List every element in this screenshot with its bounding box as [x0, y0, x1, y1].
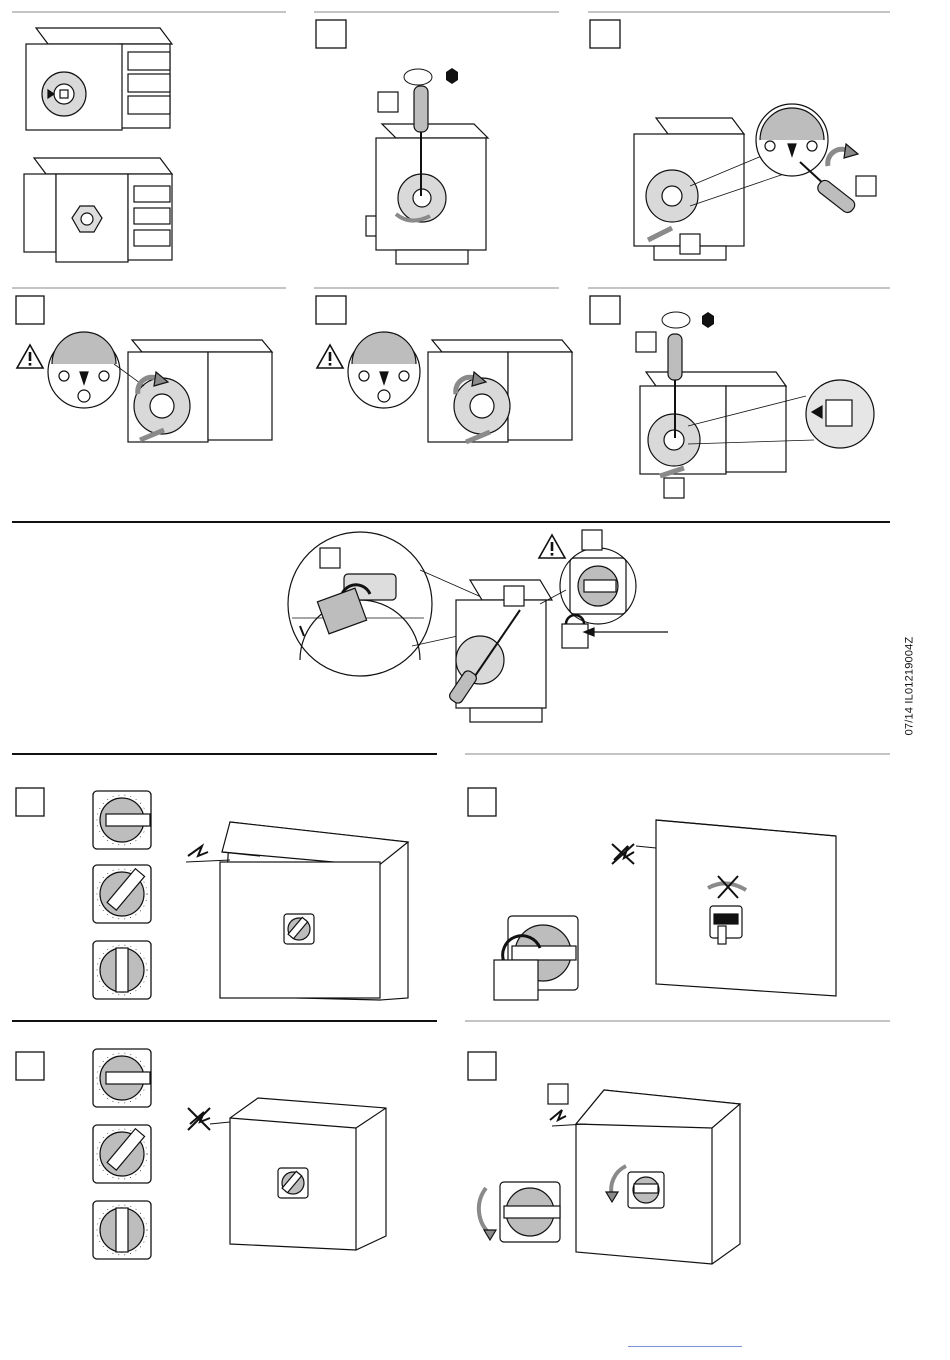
panel-lock: [288, 530, 668, 722]
sub-step-box: [378, 92, 398, 112]
step-number-box: [468, 788, 496, 816]
step-number-box: [590, 20, 620, 48]
sub-step-box: [664, 478, 684, 498]
step-number-box: [316, 20, 346, 48]
sub-step-box: [320, 548, 340, 568]
step-number-box: [16, 1052, 44, 1080]
document-code: 07/14 IL01219004Z: [874, 636, 944, 736]
panel-step-4: [316, 296, 572, 442]
panel-door-4: [468, 1052, 740, 1264]
panel-door-1: [16, 788, 408, 1000]
sub-step-box: [856, 176, 876, 196]
rotate-arrow-icon: [828, 144, 858, 166]
sub-step-box: [582, 530, 602, 550]
warning-icon: [539, 535, 565, 558]
sub-step-box: [636, 332, 656, 352]
panel-step-5: [590, 296, 874, 498]
step-number-box: [316, 296, 346, 324]
panel-step-2: [590, 20, 876, 260]
step-number-box: [468, 1052, 496, 1080]
warning-icon: [17, 345, 43, 368]
step-number-box: [16, 296, 44, 324]
step-number-box: [590, 296, 620, 324]
hex-nut-icon: [702, 312, 714, 328]
panel-door-2: [468, 788, 836, 1000]
panel-step-3: [16, 296, 272, 442]
sub-step-box: [680, 234, 700, 254]
hex-nut-icon: [446, 68, 458, 84]
screwdriver-icon: [800, 162, 857, 215]
panel-step-1: [316, 20, 488, 264]
sub-step-box: [548, 1084, 568, 1104]
panel-door-3: [16, 1049, 386, 1259]
panel-overview: [24, 28, 172, 262]
sub-step-box: [504, 586, 524, 606]
no-open-icon: [612, 844, 634, 864]
document-code-text: 07/14 IL01219004Z: [903, 637, 915, 736]
no-open-icon: [188, 1108, 210, 1130]
warning-icon: [317, 345, 343, 368]
footer-link-line: [628, 1346, 742, 1347]
step-number-box: [16, 788, 44, 816]
